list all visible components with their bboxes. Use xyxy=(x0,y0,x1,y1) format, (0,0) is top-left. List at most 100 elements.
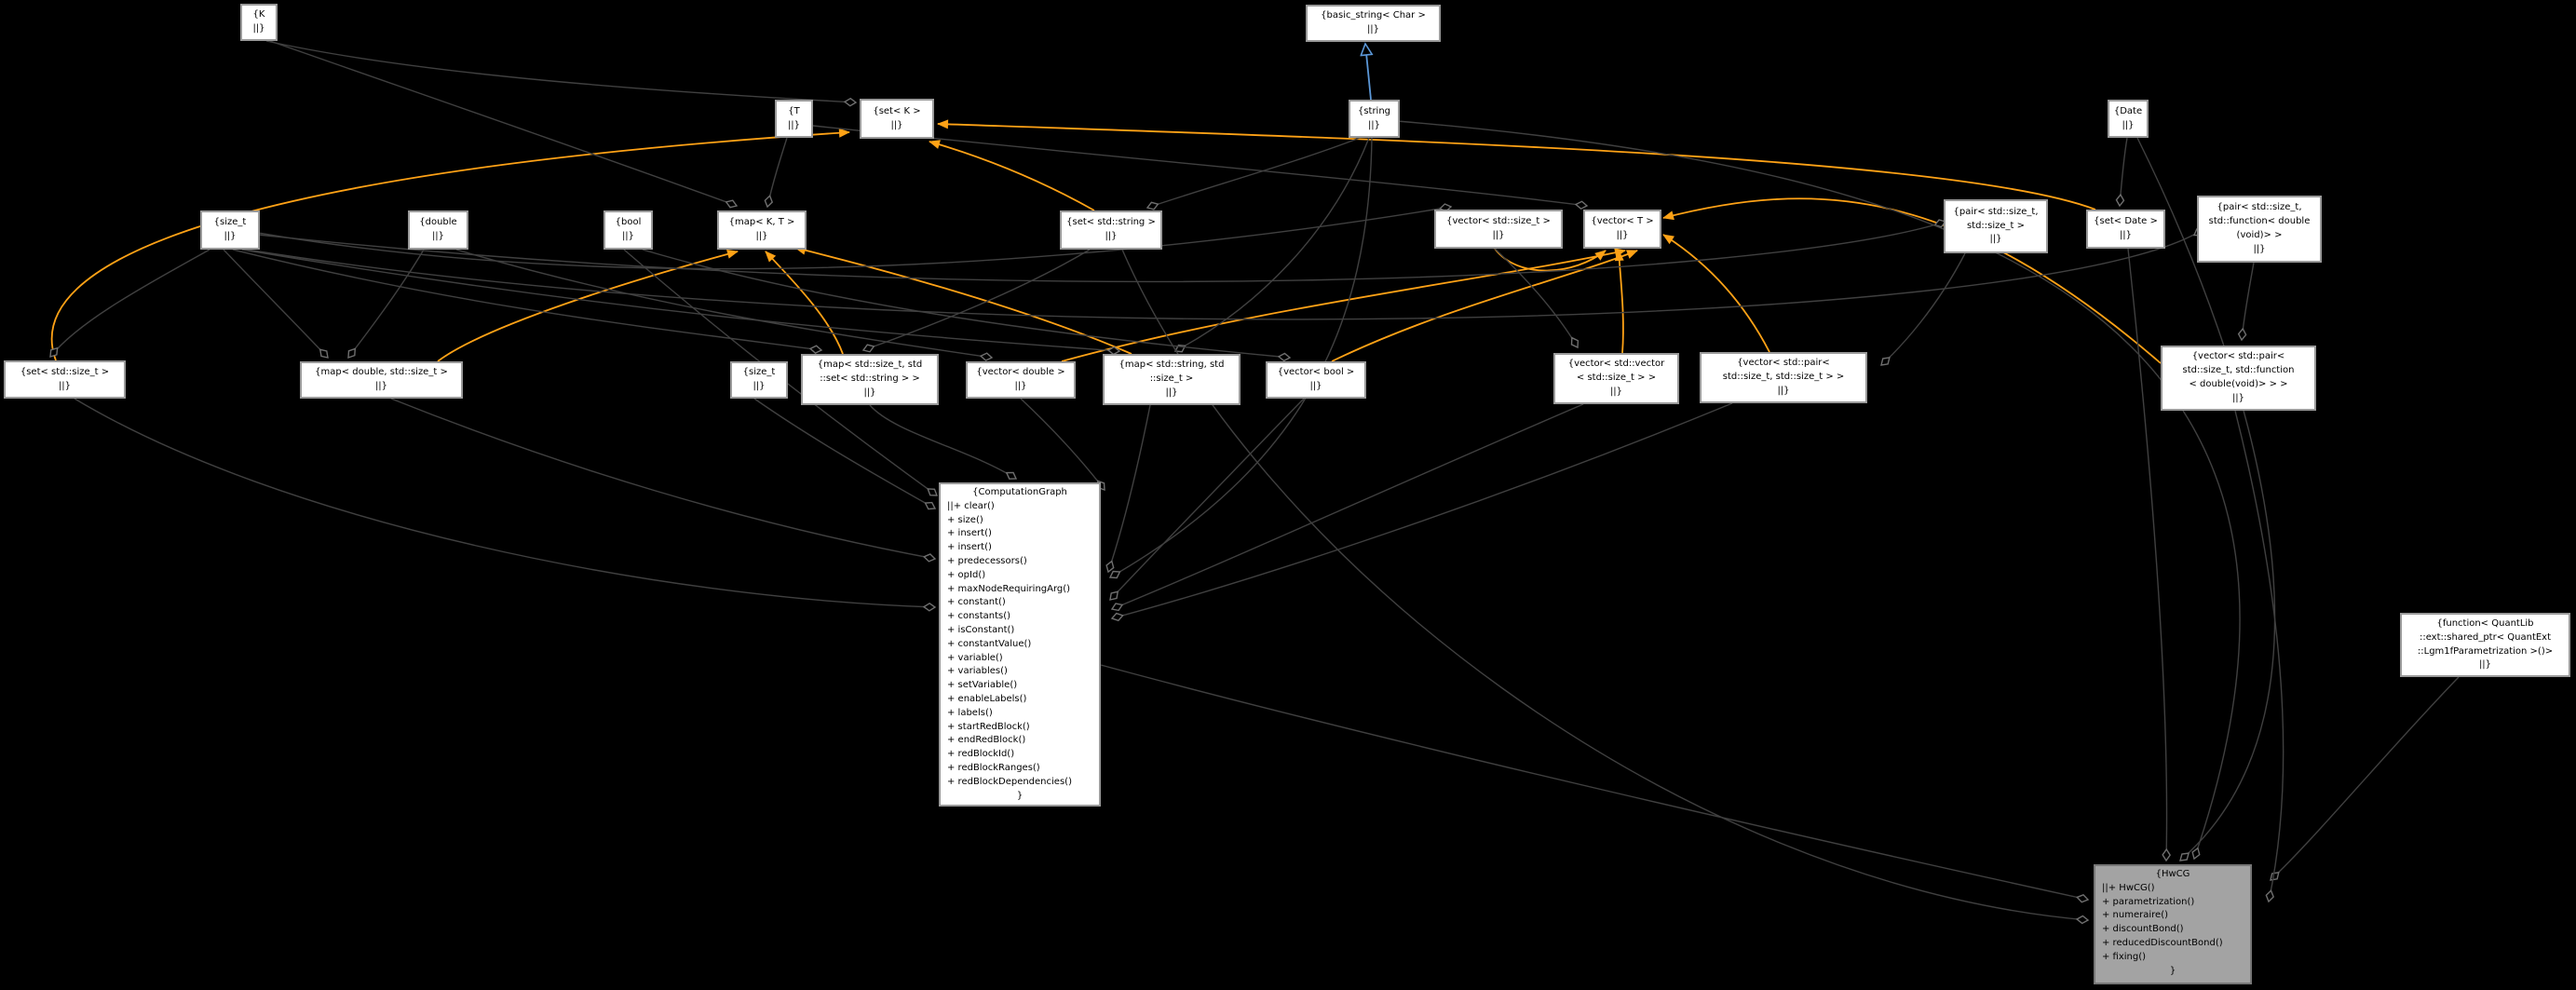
edge-double1-map_double xyxy=(347,249,425,359)
node-member: ||} xyxy=(1609,386,1623,397)
node-cg[interactable]: {ComputationGraph||+ clear()+ size()+ in… xyxy=(939,482,1101,807)
node-pair-func[interactable]: {pair< std::size_t,std::function< double… xyxy=(2197,196,2322,263)
node-member: + enableLabels() xyxy=(947,693,1027,704)
edge-vec_double-cg xyxy=(1020,398,1105,492)
node-date[interactable]: {Date ||} xyxy=(2108,100,2149,138)
node-member: ||} xyxy=(1366,24,1380,34)
node-title: {map< std::string, std xyxy=(1119,359,1225,371)
edge-vec_sizet-vec_vec xyxy=(1494,248,1579,349)
node-title: {set< std::size_t > xyxy=(20,366,110,377)
node-basic-string[interactable]: {basic_string< Char > ||} xyxy=(1306,5,1441,42)
node-vec-t[interactable]: {vector< T >||} xyxy=(1583,210,1661,249)
node-member: ||} xyxy=(2122,119,2135,130)
node-vec-double[interactable]: {vector< double >||} xyxy=(966,361,1076,399)
node-title: {map< K, T > xyxy=(728,217,795,228)
node-title: {Date xyxy=(2113,105,2143,116)
node-set-string[interactable]: {set< std::string >||} xyxy=(1060,210,1162,250)
node-member: ||} xyxy=(1616,230,1629,240)
node-pair-ss[interactable]: {pair< std::size_t,std::size_t >||} xyxy=(1944,199,2048,253)
node-member: < double(void)> > > xyxy=(2189,379,2288,389)
node-member: } xyxy=(2169,965,2176,976)
node-size-t2[interactable]: {size_t||} xyxy=(730,361,788,399)
edge-set_date-set_k xyxy=(937,119,2096,210)
node-member: std::size_t, std::size_t > > xyxy=(1722,372,1845,383)
node-member: std::size_t > xyxy=(1966,220,2026,231)
node-vec-bool[interactable]: {vector< bool >||} xyxy=(1266,361,1366,399)
edge-size_t1-map_string xyxy=(241,249,1121,356)
node-vec-sizet[interactable]: {vector< std::size_t >||} xyxy=(1434,210,1563,249)
node-t[interactable]: {T||} xyxy=(775,100,813,138)
node-title: {set< Date > xyxy=(2094,216,2158,227)
edge-map_string-cg xyxy=(1105,404,1151,574)
node-member: + parametrization() xyxy=(2102,896,2195,907)
node-double1[interactable]: {double||} xyxy=(408,210,468,250)
edge-cg-hwcg xyxy=(1100,664,2090,903)
edge-map_string-map_kt xyxy=(794,245,1132,355)
node-title: {size_t xyxy=(213,217,247,228)
node-set-date[interactable]: {set< Date >||} xyxy=(2086,210,2165,249)
node-member: + reducedDiscountBond() xyxy=(2102,937,2223,948)
edge-set_string-map_set xyxy=(861,249,1091,353)
edge-t-vec_t xyxy=(812,125,1589,210)
node-member: ||} xyxy=(890,119,903,130)
node-title: {basic_string< Char > xyxy=(1321,10,1426,21)
edge-pair_ss-vec_pair xyxy=(1880,252,1966,366)
node-member: ||} xyxy=(58,380,72,391)
node-vec-pair-func[interactable]: {vector< std::pair<std::size_t, std::fun… xyxy=(2161,346,2316,411)
node-bool1[interactable]: {bool||} xyxy=(603,210,653,250)
node-title: {function< QuantLib xyxy=(2436,617,2534,629)
node-member: + setVariable() xyxy=(947,680,1018,691)
node-member: ||} xyxy=(1989,234,2002,245)
node-member: + redBlockDependencies() xyxy=(947,776,1072,787)
node-k[interactable]: {K||} xyxy=(240,4,278,41)
node-size-t1[interactable]: {size_t ||} xyxy=(200,210,260,250)
edge-k-map_kt xyxy=(269,40,739,209)
node-string[interactable]: {string||} xyxy=(1349,100,1400,138)
node-map-double[interactable]: {map< double, std::size_t >||} xyxy=(300,361,463,399)
edge-t-map_kt xyxy=(764,137,788,209)
node-member: ||} xyxy=(2478,659,2492,671)
node-member: ::Lgm1fParametrization >()> xyxy=(2417,645,2554,657)
node-map-set[interactable]: {map< std::size_t, std::set< std::string… xyxy=(801,354,939,405)
node-member: + fixing() xyxy=(2102,951,2147,962)
edge-bool1-cg xyxy=(623,249,939,496)
edge-pair_func-vec_pair_func xyxy=(2237,262,2255,342)
node-member: + isConstant() xyxy=(947,624,1015,635)
node-hwcg[interactable]: {HwCG||+ HwCG()+ parametrization()+ nume… xyxy=(2094,864,2252,984)
node-member: ||} xyxy=(224,231,237,241)
node-vec-pair[interactable]: {vector< std::pair<std::size_t, std::siz… xyxy=(1700,352,1867,403)
edge-size_t1-map_set xyxy=(232,249,823,355)
edge-set_string-hwcg xyxy=(1121,249,2090,925)
node-member: ||} xyxy=(1492,230,1505,240)
node-member: std::size_t, std::function xyxy=(2182,365,2295,376)
edge-vec_pair_func-hwcg xyxy=(2234,410,2285,903)
edge-bool1-vec_bool xyxy=(642,249,1292,362)
node-member: + labels() xyxy=(947,707,993,718)
node-func-ql[interactable]: {function< QuantLib::ext::shared_ptr< Qu… xyxy=(2400,613,2570,677)
node-title: {map< double, std::size_t > xyxy=(315,367,448,378)
node-map-string[interactable]: {map< std::string, std::size_t >||} xyxy=(1103,354,1241,405)
node-map-kt[interactable]: {map< K, T >||} xyxy=(717,210,807,250)
node-member: < std::size_t > > xyxy=(1576,373,1657,384)
node-member: + discountBond() xyxy=(2102,924,2184,935)
node-member: ||} xyxy=(1105,231,1118,241)
node-member: + insert() xyxy=(947,528,992,539)
node-vec-vec[interactable]: {vector< std::vector< std::size_t > >||} xyxy=(1553,353,1679,404)
node-title: {double xyxy=(419,217,457,228)
edge-vec_pair-vec_t xyxy=(1662,234,1770,353)
edge-func_ql-hwcg xyxy=(2270,676,2460,881)
node-set-sizet[interactable]: {set< std::size_t >||} xyxy=(4,360,126,399)
node-member: + constant() xyxy=(947,597,1006,608)
edge-date-hwcg xyxy=(2136,137,2276,861)
node-set-k[interactable]: {set< K >||} xyxy=(860,99,934,139)
node-title: {vector< std::vector xyxy=(1567,359,1665,370)
edge-set_string-set_k xyxy=(929,140,1095,211)
node-member: + redBlockId() xyxy=(947,749,1015,760)
edge-size_t1-pair_ss xyxy=(257,219,1947,283)
node-title: {vector< std::pair< xyxy=(1737,358,1830,369)
edge-vec_bool-vec_t xyxy=(1331,250,1638,362)
node-member: (void)> > xyxy=(2236,230,2283,240)
node-title: {map< std::size_t, std xyxy=(817,359,923,371)
node-title: {ComputationGraph xyxy=(972,487,1067,497)
